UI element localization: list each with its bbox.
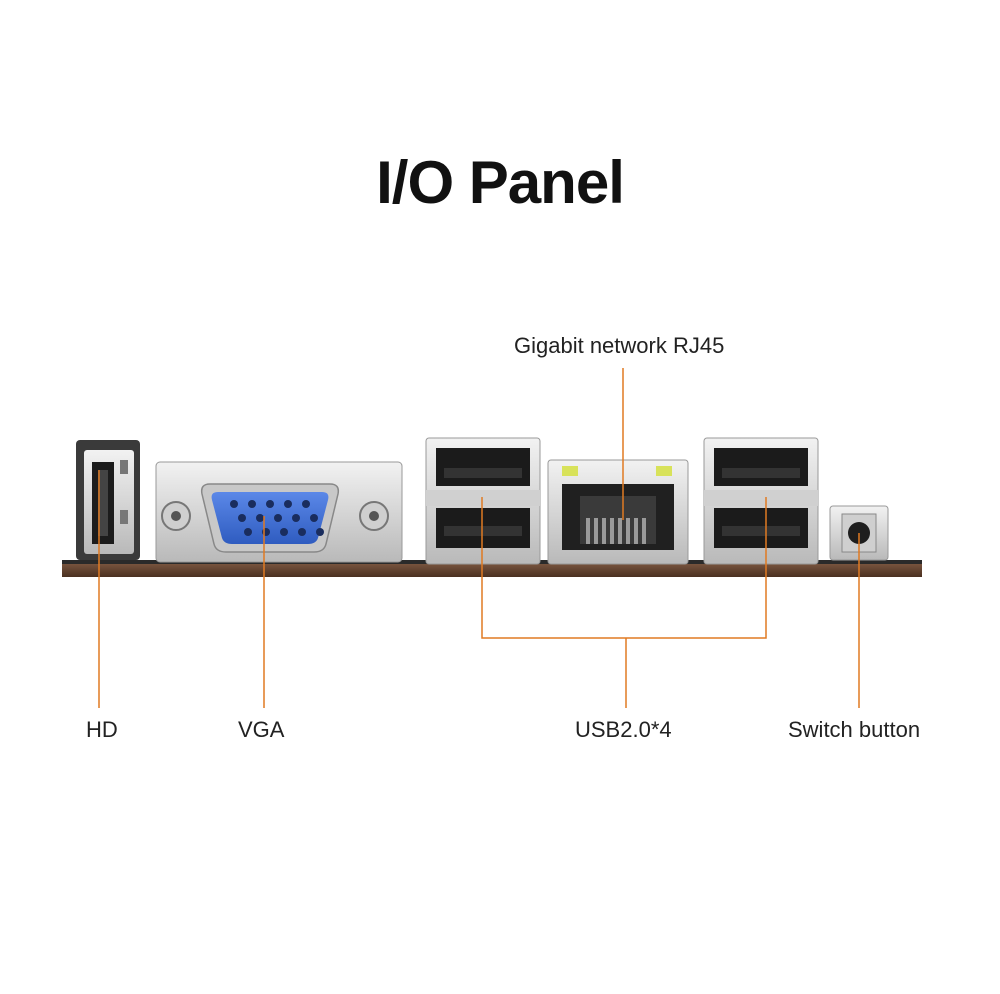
leader-lines xyxy=(98,368,860,708)
hdmi-port xyxy=(76,440,140,560)
label-switch: Switch button xyxy=(788,717,921,742)
usb-stack-left xyxy=(425,437,541,565)
vga-port xyxy=(155,461,403,563)
page-title: I/O Panel xyxy=(376,149,625,216)
label-usb: USB2.0*4 xyxy=(575,717,672,742)
rj45-port xyxy=(547,459,689,565)
label-vga: VGA xyxy=(238,717,285,742)
label-hd: HD xyxy=(86,717,118,742)
label-rj45: Gigabit network RJ45 xyxy=(514,333,725,358)
pcb-board xyxy=(62,563,922,577)
leader-usb xyxy=(481,497,767,639)
usb-stack-right xyxy=(703,437,819,565)
